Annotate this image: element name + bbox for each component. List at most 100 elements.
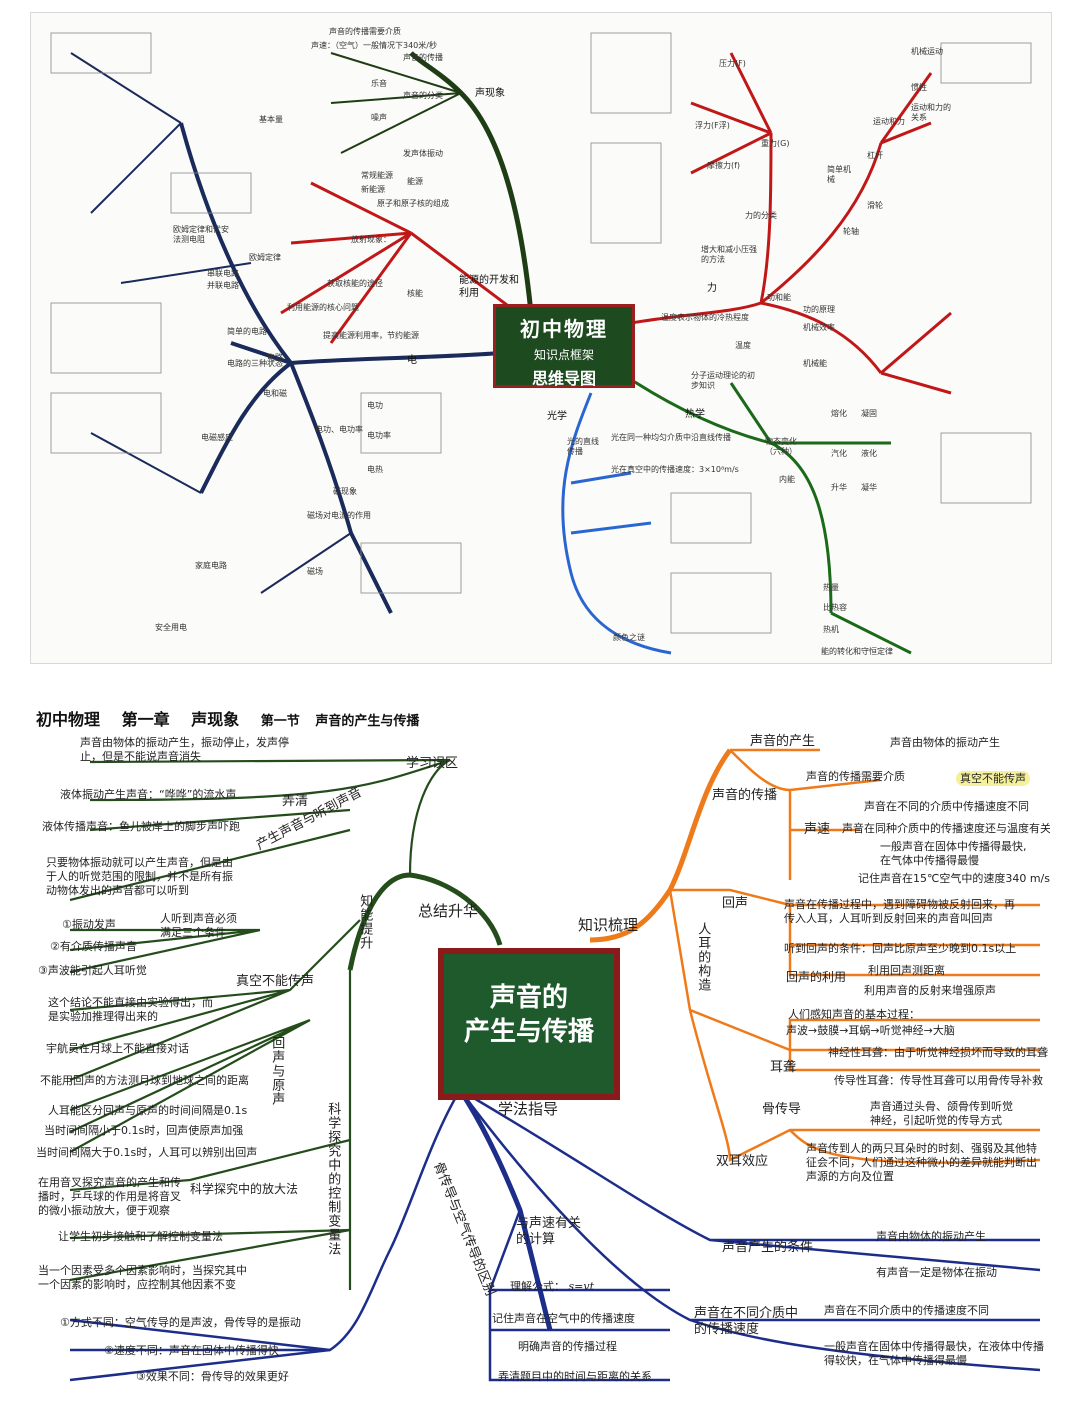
force-item: 惯性: [911, 83, 927, 93]
heat-item: 热量: [823, 583, 839, 593]
summary-vacuum: 真空不能传声: [236, 974, 314, 990]
force-item: 压力(F): [719, 59, 746, 69]
condition-item-2: 有声音一定是物体在振动: [876, 1266, 997, 1280]
knowledge-echo: 回声: [722, 896, 748, 912]
heat-item: 汽化: [831, 449, 847, 459]
force-item: 功的原理: [803, 305, 835, 315]
misconception-item: 声音由物体的振动产生，振动停止，发声停止，但是不能说声音消失: [80, 736, 310, 764]
calc-formula-text: 理解公式：: [510, 1280, 565, 1293]
overview-center-caption: 思维导图: [496, 365, 632, 389]
ear-process: 声波→鼓膜→耳蜗→听觉神经→大脑: [786, 1024, 955, 1038]
force-item: 功和能: [767, 293, 791, 303]
force-item: 重力(G): [761, 139, 789, 149]
bone-air-1: ①方式不同：空气传导的是声波，骨传导的是振动: [60, 1316, 301, 1330]
echo-vs-1: 人耳能区分回声与原声的时间间隔是0.1s: [48, 1104, 247, 1118]
branch-optics: 光学: [547, 411, 567, 424]
clarify-item-2: 液体传播声音：鱼儿被岸上的脚步声吓跑: [42, 820, 240, 834]
heat-item: 凝华: [861, 483, 877, 493]
echo-use-1: 利用回声测距离: [868, 964, 945, 978]
heat-item: 能的转化和守恒定律: [821, 647, 893, 657]
summary-clarify: 弄清: [282, 794, 308, 810]
summary-echo-vs: 回声与原声: [268, 1036, 284, 1106]
hearing-cond-2: ②有介质传播声音: [50, 940, 137, 954]
condition-item-1: 声音由物体的振动产生: [876, 1230, 986, 1244]
sound-item: 声音的传播需要介质: [329, 27, 401, 37]
bone-detail: 声音通过头骨、颌骨传到听觉神经，引起听觉的传导方式: [870, 1100, 1020, 1128]
force-item: 机械效率: [803, 323, 835, 333]
electric-item: 简单的电路: [227, 327, 267, 337]
calc-item-1: 记住声音在空气中的传播速度: [492, 1312, 635, 1326]
branch-electricity: 电: [407, 355, 417, 368]
branch-summary: 总结升华: [418, 902, 478, 921]
heat-item: 比热容: [823, 603, 847, 613]
echo-use: 回声的利用: [786, 970, 846, 985]
method-media: 声音在不同介质中的传播速度: [694, 1306, 806, 1339]
vacuum-highlight: 真空不能传声: [956, 771, 1030, 786]
speed-detail-3: 一般声音在固体中传播得最快,在气体中传播得最慢: [880, 840, 1030, 868]
calc-item-3: 弄清题目中的时间与距离的关系: [498, 1370, 652, 1384]
calc-formula-label: 理解公式： s=vt: [510, 1280, 594, 1294]
branch-line-optics: [563, 393, 671, 653]
overview-center-title: 初中物理: [496, 313, 632, 342]
heat-item: 温度: [735, 341, 751, 351]
electric-item: 电路: [267, 353, 283, 363]
method-calc: 与声速有关的计算: [516, 1216, 586, 1249]
knowledge-ear: 人耳的构造: [694, 922, 710, 992]
energy-item: 原子和原子核的组成: [377, 199, 449, 209]
electric-item: 串联电路: [207, 269, 239, 279]
force-item: 运动和力: [873, 117, 905, 127]
heat-item: 温度表示物体的冷热程度: [661, 313, 749, 323]
calc-formula: s=vt: [569, 1280, 595, 1293]
branch-line-force: [631, 53, 951, 393]
heat-item: 分子运动理论的初步知识: [691, 371, 761, 391]
heat-item: 升华: [831, 483, 847, 493]
electric-item: 电功、电功率: [315, 425, 363, 435]
force-item: 轮轴: [843, 227, 859, 237]
force-item: 运动和力的关系: [911, 103, 951, 123]
sound-item: 声音的分类: [403, 91, 443, 101]
science-item-1: 让学生初步接触和了解控制变量法: [58, 1230, 223, 1244]
speed-detail-1: 声音在不同的介质中传播速度不同: [864, 800, 1029, 814]
knowledge-bone: 骨传导: [762, 1102, 801, 1118]
knowledge-propagation-medium: 声音的传播需要介质: [806, 770, 905, 784]
chapter-center-line1: 声音的: [444, 982, 614, 1016]
force-item: 浮力(F浮): [695, 121, 730, 131]
knowledge-deafness: 耳聋: [770, 1060, 796, 1076]
media-item-2: 一般声音在固体中传播得最快，在液体中传播得较快，在气体中传播得最慢: [824, 1340, 1046, 1368]
force-item: 机械运动: [911, 47, 943, 57]
sound-item: 发声体振动: [403, 149, 443, 159]
electric-item: 电功: [367, 401, 383, 411]
electric-item: 磁场对电流的作用: [307, 511, 371, 521]
energy-item: 利用能源的核心问题: [287, 303, 359, 313]
knowledge-binaural: 双耳效应: [716, 1154, 768, 1170]
overview-center-subtitle: 知识点框架: [496, 346, 632, 363]
science-item-2: 当一个因素受多个因素影响时，当探究其中一个因素的影响时，应控制其他因素不变: [38, 1264, 248, 1292]
electric-item: 磁现象: [333, 487, 357, 497]
optic-item: 颜色之谜: [613, 633, 645, 643]
speed-detail-4: 记住声音在15℃空气中的速度340 m/s: [858, 872, 1050, 886]
energy-item: 放射现象：: [351, 235, 391, 245]
electric-item: 欧姆定律: [249, 253, 281, 263]
chapter-center-line2: 产生与传播: [444, 1016, 614, 1050]
heat-item: 内能: [779, 475, 795, 485]
heat-item: 凝固: [861, 409, 877, 419]
knowledge-speed: 声速: [804, 822, 830, 838]
ear-process-title: 人们感知声音的基本过程：: [788, 1008, 920, 1022]
science-amplify: 科学探究中的放大法: [190, 1182, 298, 1197]
branch-energy: 能源的开发和利用: [459, 275, 519, 300]
force-item: 滑轮: [867, 201, 883, 211]
overview-center-node: 初中物理 知识点框架 思维导图: [493, 304, 635, 388]
vacuum-item-1: 这个结论不能直接由实验得出，而是实验加推理得出来的: [48, 996, 218, 1024]
branch-line-sound-sub: [331, 53, 461, 153]
sound-item: 噪声: [371, 113, 387, 123]
heat-item: 液化: [861, 449, 877, 459]
deafness-detail-2: 传导性耳聋：传导性耳聋可以用骨传导补救: [834, 1074, 1043, 1088]
energy-item: 能源: [407, 177, 423, 187]
summary-science: 科学探究中的控制变量法: [324, 1102, 340, 1272]
optic-item: 光在真空中的传播速度：3×10⁸m/s: [611, 465, 739, 475]
clarify-item-1: 液体振动产生声音：“哗哗”的流水声: [60, 788, 236, 802]
sound-item: 声音的传播: [403, 53, 443, 63]
vacuum-item-3: 不能用回声的方法测月球到地球之间的距离: [40, 1074, 249, 1088]
electric-item: 电和磁: [263, 389, 287, 399]
electric-item: 电功率: [367, 431, 391, 441]
